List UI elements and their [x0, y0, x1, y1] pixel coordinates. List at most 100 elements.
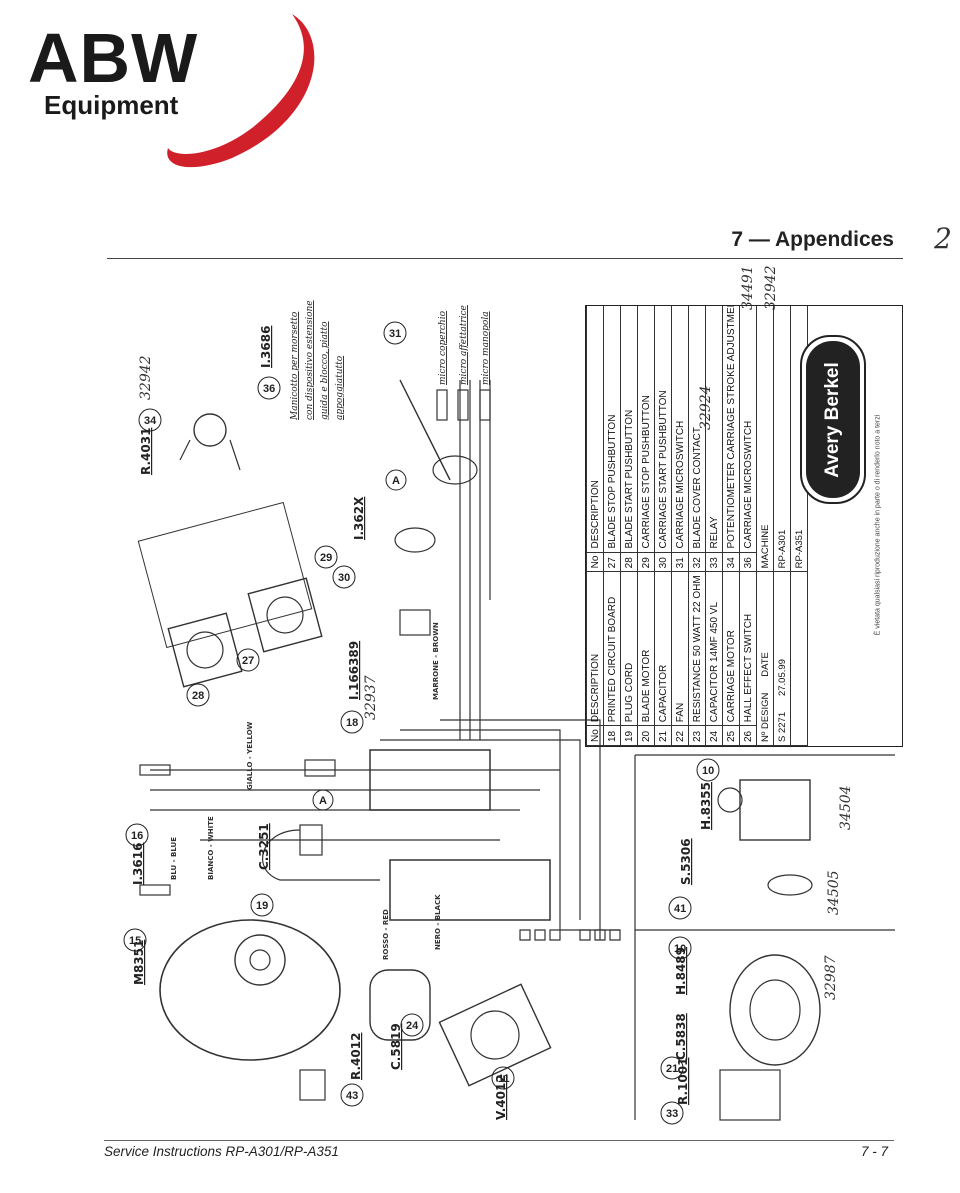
note-line: guida e blocco, piatto — [320, 321, 330, 420]
table-cell: PRINTED CIRCUIT BOARD — [603, 571, 621, 726]
note-line: Manicotto per morsetto — [290, 311, 300, 421]
wire-label: BLU - BLUE — [170, 837, 178, 880]
table-cell: BLADE COVER CONTACT — [688, 306, 706, 553]
wire-label: BIANCO - WHITE — [207, 816, 215, 880]
label-i166389: I.166389 — [347, 641, 361, 700]
logo-text: ABW — [28, 19, 199, 97]
table-cell: FAN — [671, 571, 689, 726]
svg-text:11: 11 — [498, 1073, 510, 1085]
table-cell: S 2271 27.05.99 — [773, 571, 791, 746]
wire-label: GIALLO - YELLOW — [246, 721, 254, 790]
pcb-lower — [389, 859, 551, 921]
page-title: 7 — Appendices — [731, 228, 894, 251]
design-label: Nº DESIGN — [759, 692, 771, 742]
hand-note: 34505 — [826, 870, 842, 915]
table-cell: CARRIAGE MICROSWITCH — [739, 306, 757, 553]
label-c5819: C.5819 — [389, 1023, 403, 1070]
hand-note: 32942 — [763, 265, 779, 310]
svg-text:21: 21 — [666, 1063, 678, 1075]
callout-30: 30 — [332, 565, 356, 589]
svg-text:19: 19 — [256, 900, 268, 912]
table-cell: 36 — [739, 552, 757, 572]
table-cell: CARRIAGE START PUSHBUTTON — [654, 306, 672, 553]
callout-24: 24 — [400, 1013, 424, 1037]
callout-29: 29 — [314, 545, 338, 569]
label-i3686: I.3686 — [259, 326, 273, 368]
design-header-row: Nº DESIGN DATE MACHINE — [756, 306, 774, 746]
callout-10-upper: 10 — [696, 758, 720, 782]
callout-41: 41 — [668, 896, 692, 920]
note-line: appoggiatutto — [335, 355, 345, 420]
footer-title: Service Instructions RP-A301/RP-A351 — [104, 1144, 339, 1159]
copyright-note: È vietata qualsiasi riproduzione anche i… — [874, 414, 882, 636]
wire — [400, 729, 620, 931]
table-cell: 25 — [722, 725, 740, 746]
table-cell: 33 — [705, 552, 723, 572]
svg-text:31: 31 — [389, 328, 401, 340]
wire — [440, 719, 601, 940]
table-cell: 19 — [620, 725, 638, 746]
wire — [380, 739, 581, 920]
hand-note: 32987 — [823, 955, 839, 1000]
table-cell: 34 — [722, 552, 740, 572]
table-cell: CAPACITOR — [654, 571, 672, 726]
svg-text:16: 16 — [131, 830, 143, 842]
svg-text:18: 18 — [346, 717, 358, 729]
logo-subtext: Equipment — [44, 90, 179, 120]
callout-33: 33 — [660, 1101, 684, 1125]
logo-swoosh — [167, 14, 315, 168]
pushbutton-shape — [247, 577, 323, 653]
date-value: 27.05.99 — [776, 659, 788, 697]
table-cell: 24 — [705, 725, 723, 746]
table-cell: CARRIAGE MOTOR — [722, 571, 740, 726]
label-r4012: R.4012 — [349, 1033, 363, 1080]
wire-label: NERO - BLACK — [434, 894, 442, 950]
note-line: con dispositivo estensione — [305, 300, 315, 420]
micro-note: micro affettatrice — [459, 305, 469, 385]
callout-19: 19 — [250, 893, 274, 917]
handwritten-page-number: 2 — [934, 222, 952, 255]
label-r1001: R.1001 — [676, 1058, 690, 1105]
hand-note: 32924 — [698, 385, 714, 430]
hand-note: 34491 — [740, 265, 756, 310]
table-cell: BLADE START PUSHBUTTON — [620, 306, 638, 553]
label-c3251: C.3251 — [257, 823, 271, 870]
label-h8489: H.8489 — [674, 947, 688, 995]
svg-text:33: 33 — [666, 1108, 678, 1120]
footer-page-number: 7 - 7 — [860, 1144, 888, 1159]
table-header-no: No — [586, 552, 604, 572]
callout-11: 11 — [491, 1066, 515, 1090]
table-cell: 27 — [603, 552, 621, 572]
label-s5306: S.5306 — [679, 838, 693, 885]
blade-motor-shape — [159, 919, 341, 1061]
callout-a-2: A — [385, 469, 407, 491]
callout-a-1: A — [312, 789, 334, 811]
callout-15: 15 — [123, 928, 147, 952]
table-cell: 22 — [671, 725, 689, 746]
table-cell: 26 — [739, 725, 757, 746]
avery-berkel-badge: Avery Berkel — [800, 335, 866, 504]
label-i1362: I.362X — [352, 496, 366, 540]
wire-label: ROSSO - RED — [382, 909, 390, 960]
table-cell: PLUG CORD — [620, 571, 638, 726]
label-c5838: C.5838 — [674, 1013, 688, 1060]
table-header-description: DESCRIPTION — [586, 571, 604, 726]
table-cell: POTENTIOMETER CARRIAGE STROKE ADJUSTMENT — [722, 306, 740, 553]
svg-text:10: 10 — [674, 943, 686, 955]
table-header-description: DESCRIPTION — [586, 306, 604, 553]
label-v4012: V.4012 — [494, 1074, 508, 1120]
machine-label: MACHINE — [756, 306, 774, 572]
svg-text:28: 28 — [192, 690, 204, 702]
fan-shape — [438, 983, 552, 1087]
table-cell: 32 — [688, 552, 706, 572]
table-cell: 18 — [603, 725, 621, 746]
table-cell: RESISTANCE 50 WATT 22 OHM — [688, 571, 706, 726]
